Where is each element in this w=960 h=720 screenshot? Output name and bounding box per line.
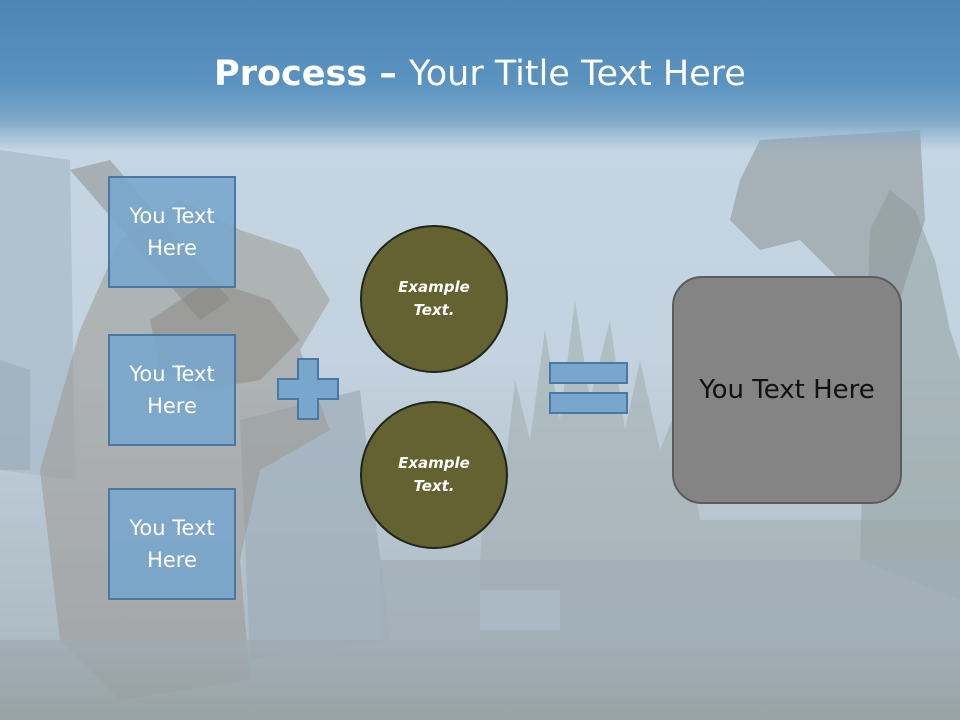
slide-title: Process – Your Title Text Here <box>0 52 960 96</box>
input-box-3-text: You Text Here <box>129 516 215 572</box>
example-circle-2[interactable]: Example Text. <box>360 401 508 549</box>
plus-icon <box>277 358 339 420</box>
input-box-1-text: You Text Here <box>129 204 215 260</box>
example-circle-1-text: Example Text. <box>398 278 470 319</box>
equals-icon <box>549 362 628 414</box>
input-box-2-text: You Text Here <box>129 362 215 418</box>
title-separator: – <box>367 54 410 94</box>
input-box-2[interactable]: You Text Here <box>108 334 236 446</box>
title-band <box>0 0 960 150</box>
example-circle-1[interactable]: Example Text. <box>360 225 508 373</box>
title-bold: Process <box>214 54 368 94</box>
example-circle-2-text: Example Text. <box>398 454 470 495</box>
result-box[interactable]: You Text Here <box>672 276 902 504</box>
result-box-text: You Text Here <box>699 375 875 405</box>
input-box-3[interactable]: You Text Here <box>108 488 236 600</box>
input-box-1[interactable]: You Text Here <box>108 176 236 288</box>
title-rest: Your Title Text Here <box>409 54 746 94</box>
